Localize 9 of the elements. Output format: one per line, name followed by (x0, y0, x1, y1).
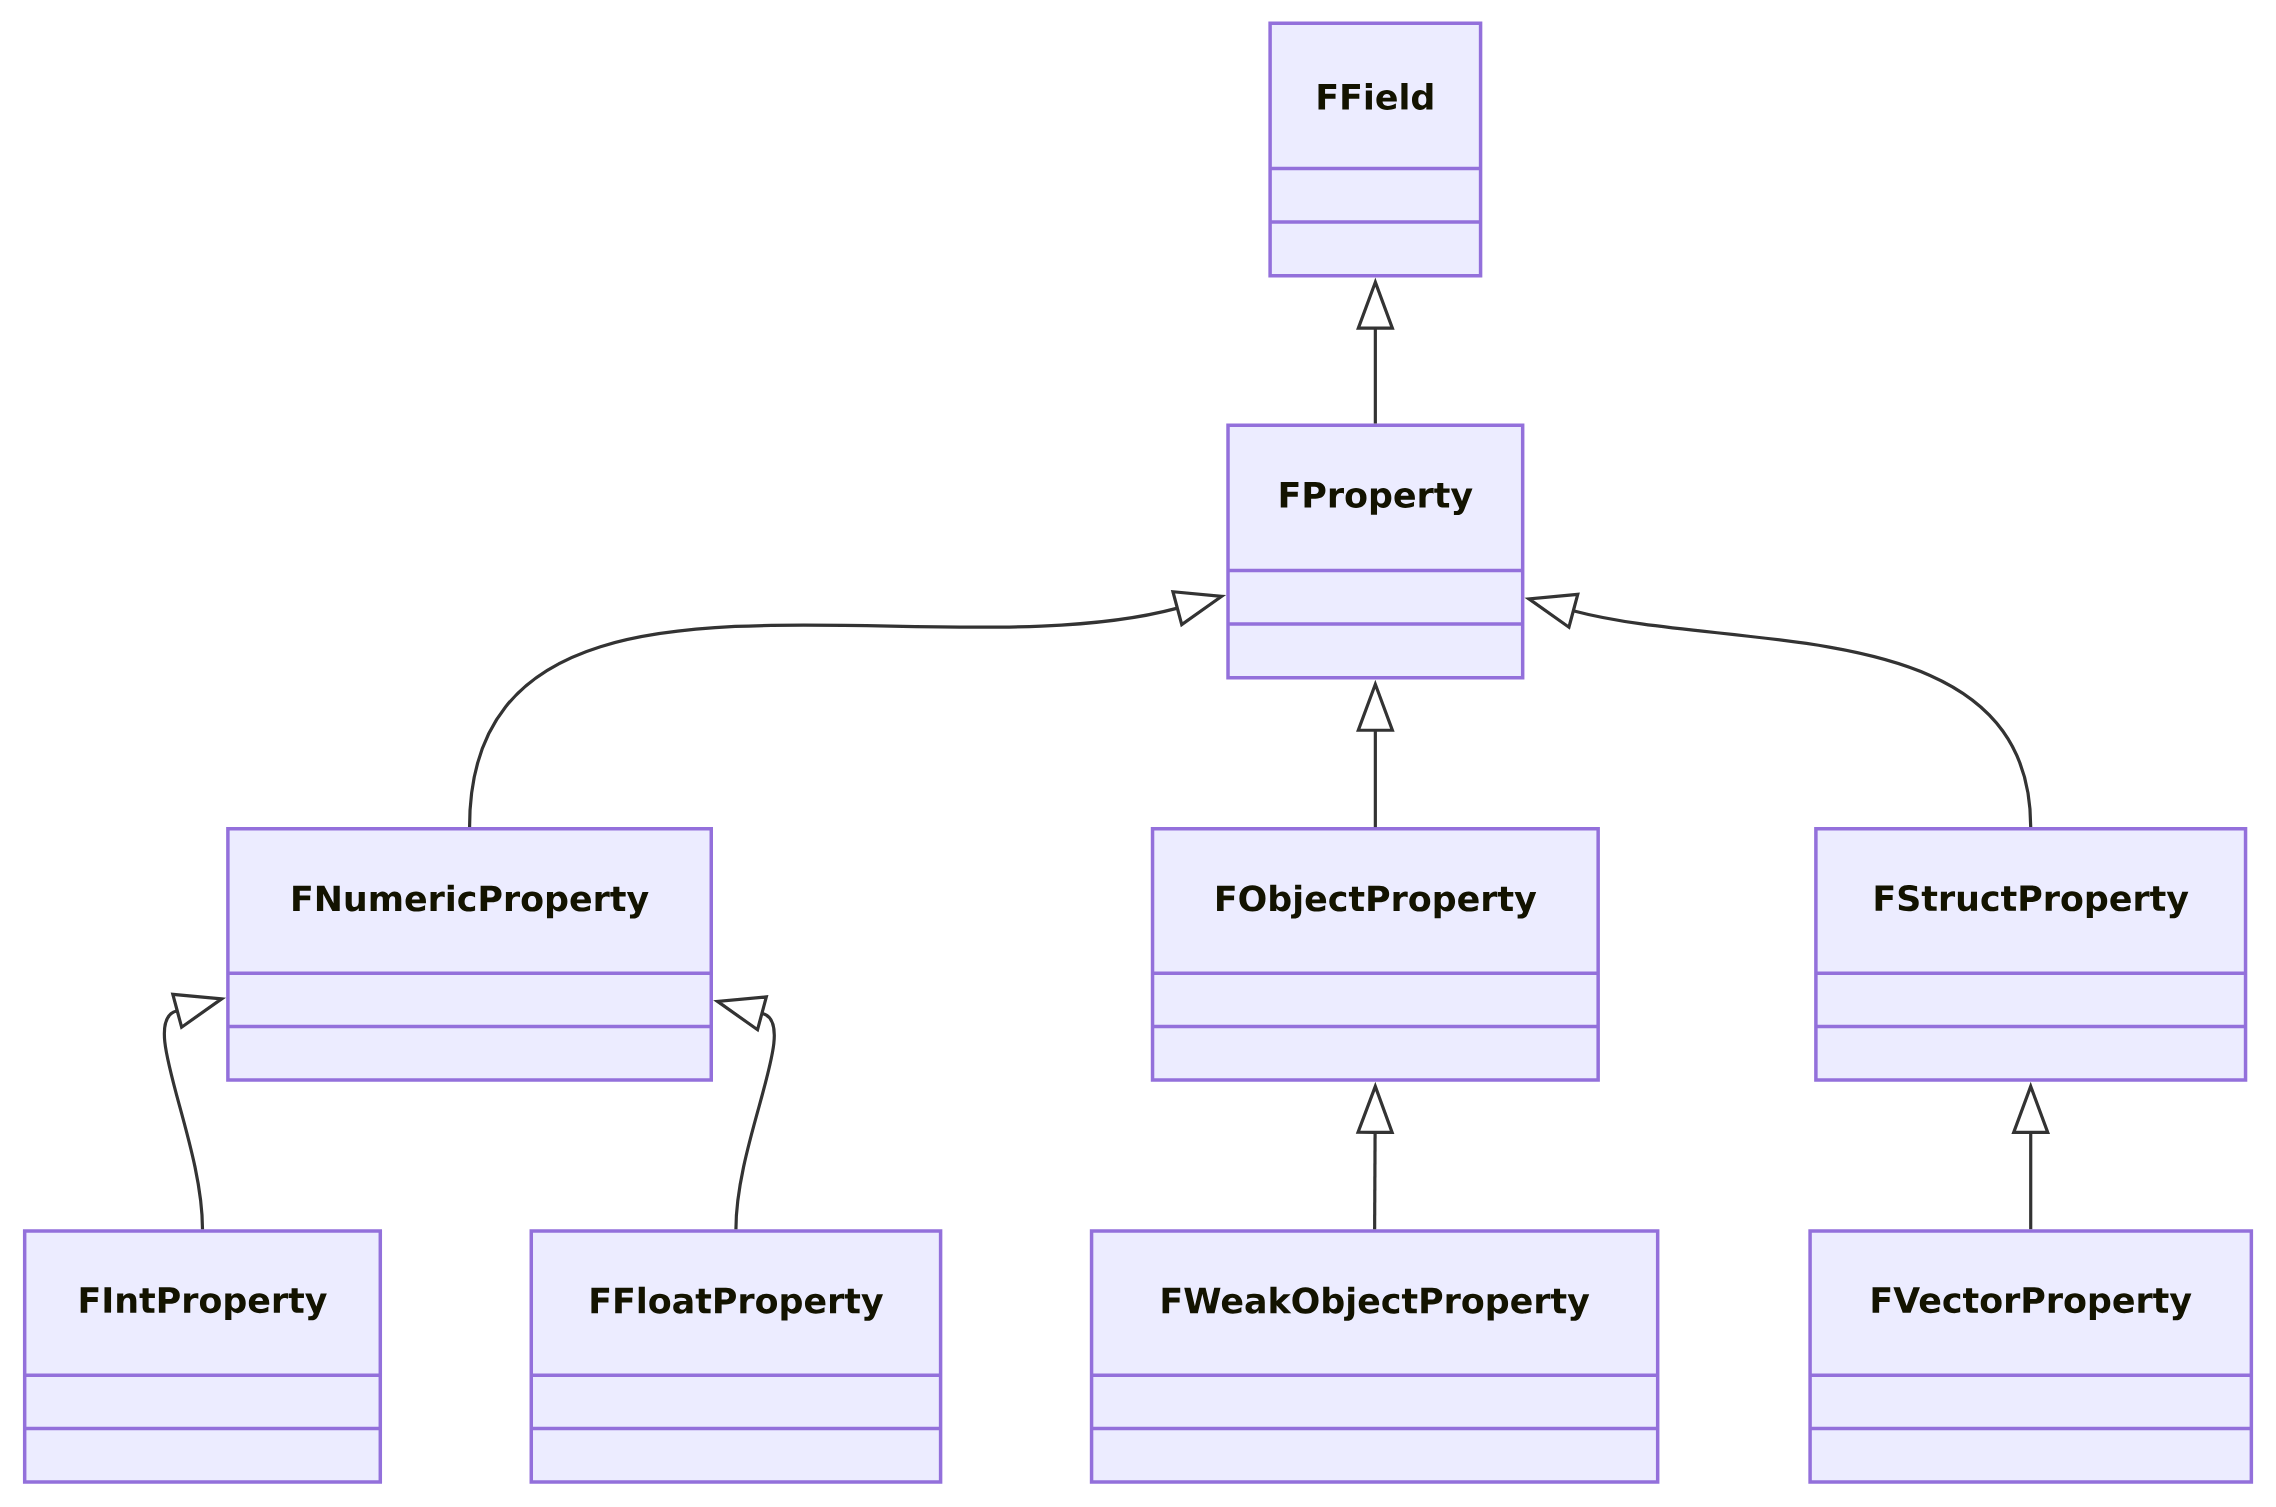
class-box: FWeakObjectProperty (1089, 1229, 1660, 1484)
class-box: FProperty (1226, 423, 1525, 680)
class-box: FIntProperty (22, 1229, 383, 1484)
class-box: FNumericProperty (226, 827, 713, 1082)
class-box: FField (1268, 21, 1483, 278)
class-box: FStructProperty (1814, 827, 2248, 1082)
class-box: FVectorProperty (1808, 1229, 2254, 1484)
class-box: FFloatProperty (529, 1229, 943, 1484)
class-box: FObjectProperty (1150, 827, 1600, 1082)
